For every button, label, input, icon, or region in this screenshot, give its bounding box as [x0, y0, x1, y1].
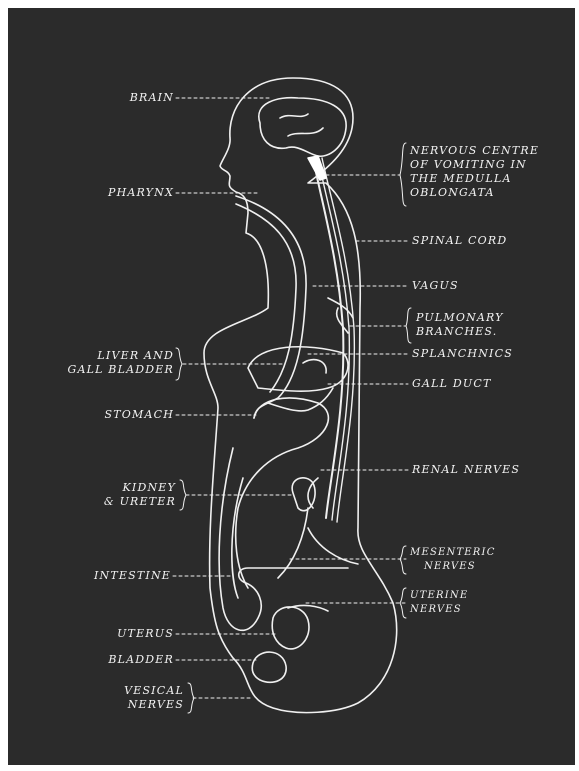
label-uterine-nerves: Uterine nerves	[410, 589, 468, 617]
intestine-shape	[219, 448, 348, 630]
label-bladder: Bladder	[78, 653, 174, 667]
label-brain: Brain	[98, 91, 174, 105]
diagram-plate: Brain Pharynx Liver and Gall bladder Sto…	[8, 8, 575, 765]
label-uterus: Uterus	[88, 627, 174, 641]
label-intestine: Intestine	[68, 569, 171, 583]
liver-shape	[248, 347, 348, 391]
label-stomach: Stomach	[78, 408, 174, 422]
label-gall-duct: Gall duct	[412, 377, 491, 391]
label-liver-gall-bladder: Liver and Gall bladder	[46, 349, 174, 377]
uterus-shape	[272, 607, 309, 649]
label-spinal-cord: Spinal cord	[412, 234, 507, 248]
label-vomiting-centre: Nervous centre of vomiting in the Medull…	[410, 144, 539, 200]
label-renal-nerves: Renal nerves	[412, 463, 520, 477]
brain-shape	[259, 98, 346, 157]
label-splanchnics: Splanchnics	[412, 347, 513, 361]
label-vesical-nerves: Vesical Nerves	[88, 684, 184, 712]
body-outline	[204, 78, 397, 713]
label-vagus: Vagus	[412, 279, 459, 293]
label-pulmonary-branches: Pulmonary Branches.	[416, 311, 504, 339]
label-mesenteric-nerves: Mesenteric nerves	[410, 546, 496, 574]
label-kidney-ureter: Kidney & Ureter	[78, 481, 176, 509]
label-pharynx: Pharynx	[78, 186, 174, 200]
bladder-shape	[252, 652, 286, 682]
